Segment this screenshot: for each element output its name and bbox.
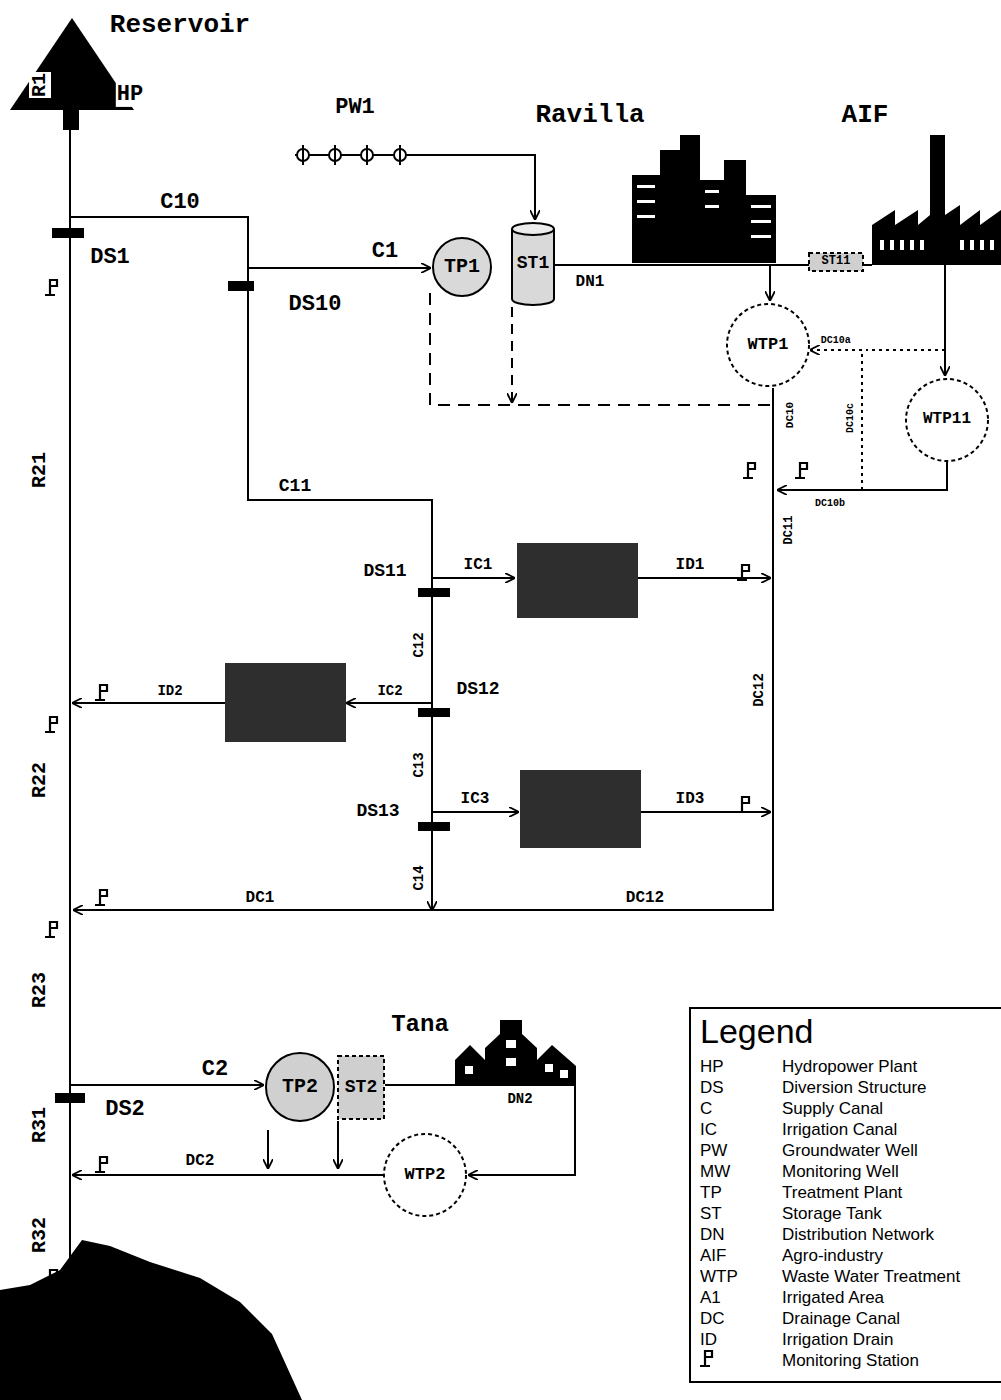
node-label: ST1 bbox=[517, 254, 549, 274]
channel-label: C14 bbox=[412, 864, 427, 891]
legend-abbreviation: PW bbox=[700, 1142, 727, 1161]
legend-abbreviation: WTP bbox=[700, 1268, 738, 1287]
wastewater-plant: WTP1 bbox=[726, 303, 810, 387]
legend-entry: Irrigation Drain bbox=[782, 1331, 894, 1350]
channel-label: DS1 bbox=[89, 246, 131, 270]
channel-label: DN1 bbox=[575, 274, 606, 292]
channel-label: C11 bbox=[278, 477, 312, 497]
legend-abbreviation: MW bbox=[700, 1163, 730, 1182]
channel-label: R21 bbox=[29, 451, 51, 489]
treatment-plant: TP2 bbox=[265, 1052, 335, 1122]
channel-label: R1 bbox=[29, 72, 51, 98]
legend-abbreviation: A1 bbox=[700, 1289, 721, 1308]
channel-label: DC12 bbox=[752, 672, 767, 708]
treatment-plant: TP1 bbox=[432, 237, 492, 297]
node-label: WTP2 bbox=[405, 1166, 446, 1185]
legend-entry: Monitoring Well bbox=[782, 1163, 899, 1182]
legend-entry: Diversion Structure bbox=[782, 1079, 927, 1098]
channel-label: DC10b bbox=[814, 498, 846, 509]
legend-abbreviation: IC bbox=[700, 1121, 717, 1140]
node-label: TP1 bbox=[444, 256, 480, 278]
channel-label: HP bbox=[116, 83, 144, 107]
channel-label: C2 bbox=[201, 1058, 229, 1082]
channel-label: DC10 bbox=[784, 401, 796, 429]
wastewater-plant: WTP11 bbox=[905, 378, 989, 462]
channel-label: DS2 bbox=[104, 1098, 146, 1122]
node-label: WTP11 bbox=[923, 411, 971, 429]
legend-abbreviation: DC bbox=[700, 1310, 725, 1329]
channel-label: DC10c bbox=[845, 402, 856, 434]
legend-abbreviation: DN bbox=[700, 1226, 725, 1245]
legend-entry: Monitoring Station bbox=[782, 1352, 919, 1371]
channel-label: DS11 bbox=[362, 562, 407, 582]
storage-tank: ST2 bbox=[337, 1055, 385, 1120]
channel-label: R32 bbox=[29, 1216, 51, 1254]
channel-label: C13 bbox=[412, 751, 427, 778]
legend-abbreviation: C bbox=[700, 1100, 712, 1119]
channel-label: DC2 bbox=[185, 1153, 216, 1171]
storage-tank: ST11 bbox=[808, 252, 864, 272]
legend-title: Legend bbox=[700, 1013, 813, 1050]
channel-label: DC11 bbox=[783, 515, 796, 546]
legend-abbreviation: ST bbox=[700, 1205, 722, 1224]
channel-label: PW1 bbox=[334, 96, 376, 120]
legend-entry: Irrigation Canal bbox=[782, 1121, 897, 1140]
channel-label: R31 bbox=[29, 1106, 51, 1144]
channel-label: C10 bbox=[159, 191, 201, 215]
channel-label: Tana bbox=[390, 1012, 450, 1038]
legend-abbreviation: AIF bbox=[700, 1247, 726, 1266]
legend-entry: Waste Water Treatment bbox=[782, 1268, 960, 1287]
channel-label: R22 bbox=[29, 761, 51, 799]
channel-label: C12 bbox=[412, 631, 427, 658]
legend-entry: Irrigated Area bbox=[782, 1289, 884, 1308]
channel-label: R23 bbox=[29, 971, 51, 1009]
legend-entry: Treatment Plant bbox=[782, 1184, 902, 1203]
channel-label: DC1 bbox=[245, 890, 276, 908]
legend-abbreviation: ID bbox=[700, 1331, 717, 1350]
channel-label: DS13 bbox=[355, 802, 400, 822]
legend-entry: Distribution Network bbox=[782, 1226, 934, 1245]
channel-label: DC12 bbox=[625, 890, 665, 908]
channel-label: DS10 bbox=[288, 293, 343, 317]
channel-label: ID2 bbox=[156, 684, 183, 699]
node-label: WTP1 bbox=[748, 336, 789, 355]
legend-entry: Hydropower Plant bbox=[782, 1058, 917, 1077]
node-label: ST11 bbox=[822, 255, 851, 268]
node-label: TP2 bbox=[282, 1076, 318, 1098]
channel-label: IC3 bbox=[460, 791, 491, 809]
storage-tank: ST1 bbox=[511, 222, 555, 306]
legend-entry: Agro-industry bbox=[782, 1247, 883, 1266]
channel-label: IC2 bbox=[376, 684, 403, 699]
legend-entry: Supply Canal bbox=[782, 1100, 883, 1119]
channel-label: IC1 bbox=[463, 557, 494, 575]
channel-label: DN2 bbox=[506, 1092, 533, 1107]
channel-label: AIF bbox=[841, 101, 890, 130]
edge-label: DC10a bbox=[820, 335, 852, 346]
legend-entry: Drainage Canal bbox=[782, 1310, 900, 1329]
legend-entry: Storage Tank bbox=[782, 1205, 882, 1224]
channel-label: ID3 bbox=[675, 791, 706, 809]
channel-label: Reservoir bbox=[109, 11, 251, 40]
channel-label: ID1 bbox=[675, 557, 706, 575]
legend-abbreviation: DS bbox=[700, 1079, 724, 1098]
wastewater-plant: WTP2 bbox=[383, 1133, 467, 1217]
channel-label: C1 bbox=[371, 240, 399, 264]
legend-abbreviation: HP bbox=[700, 1058, 724, 1077]
legend-entry: Groundwater Well bbox=[782, 1142, 918, 1161]
node-label: ST2 bbox=[345, 1078, 377, 1098]
legend-abbreviation: TP bbox=[700, 1184, 722, 1203]
channel-label: Ravilla bbox=[534, 101, 645, 130]
channel-label: DS12 bbox=[455, 680, 500, 700]
